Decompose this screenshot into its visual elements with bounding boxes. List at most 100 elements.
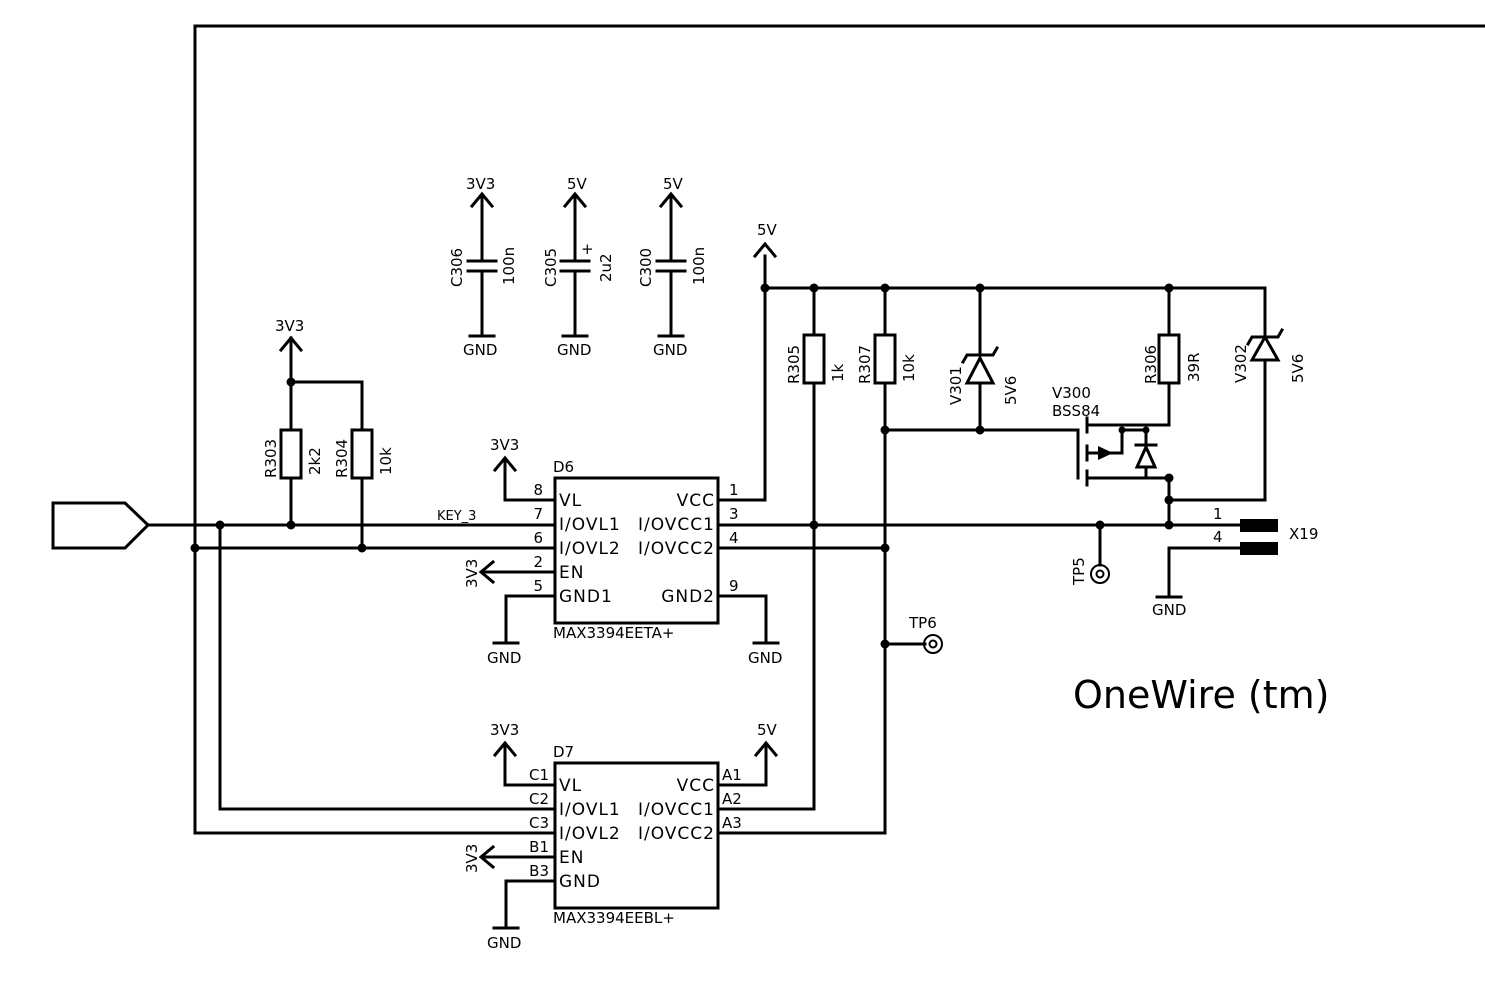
- c305-value: 2u2: [597, 253, 615, 282]
- d7-vl-rail: 3V3: [490, 721, 519, 739]
- r306-value: 39R: [1185, 352, 1203, 382]
- d6-pin-vl: VL: [559, 491, 582, 511]
- capacitor-c300: 5V GND C300 100n: [637, 175, 708, 359]
- r305-value: 1k: [829, 363, 847, 382]
- d6-pin-en: EN: [559, 563, 584, 583]
- v301-ref: V301: [947, 366, 965, 405]
- d7-pinnum-b3: B3: [529, 862, 549, 880]
- d6-en-rail: 3V3: [463, 559, 481, 588]
- capacitor-c305: 5V + GND C305 2u2: [542, 175, 615, 359]
- resistor-r303: 3V3 R303 2k2: [262, 317, 324, 480]
- 5v-rail-label: 5V: [757, 221, 778, 239]
- d7-pinnum-a3: A3: [722, 814, 742, 832]
- d7-pin-iovcc2: I/OVCC2: [638, 824, 715, 844]
- ic-d6: D6 MAX3394EETA+ VL I/OVL1 I/OVL2 EN GND1…: [463, 436, 782, 667]
- r303-ref: R303: [262, 439, 280, 478]
- r303-rail: 3V3: [275, 317, 304, 335]
- d6-pin-gnd2: GND2: [661, 587, 715, 607]
- d6-pinnum-9: 9: [729, 577, 739, 595]
- v300-value: BSS84: [1052, 402, 1100, 420]
- c300-ref: C300: [637, 248, 655, 287]
- d7-pin-vcc: VCC: [677, 776, 715, 796]
- c305-ref: C305: [542, 248, 560, 287]
- d7-pinnum-b1: B1: [529, 838, 549, 856]
- resistor-r304: R304 10k: [333, 428, 395, 480]
- d7-part: MAX3394EEBL+: [553, 909, 675, 927]
- resistor-r305: 5V R305 1k: [752, 221, 847, 385]
- d6-ref: D6: [553, 458, 574, 476]
- x19-ref: X19: [1289, 525, 1318, 543]
- c306-gnd: GND: [463, 341, 497, 359]
- tp5-label: TP5: [1070, 557, 1088, 586]
- d6-pin-iovl2: I/OVL2: [559, 539, 621, 559]
- mosfet-v300: V300 BSS84: [1052, 384, 1158, 487]
- v301-value: 5V6: [1002, 376, 1020, 405]
- d6-part: MAX3394EETA+: [553, 624, 674, 642]
- c305-polarity: +: [581, 240, 594, 258]
- input-port: [51, 501, 151, 550]
- v300-ref: V300: [1052, 384, 1091, 402]
- d6-pinnum-1: 1: [729, 481, 739, 499]
- d7-pinnum-a2: A2: [722, 790, 742, 808]
- r303-value: 2k2: [306, 447, 324, 475]
- d7-pin-gnd: GND: [559, 872, 601, 892]
- d6-gnd1-label: GND: [487, 649, 521, 667]
- d7-gnd-label: GND: [487, 934, 521, 952]
- r307-ref: R307: [856, 345, 874, 384]
- tp6-label: TP6: [908, 614, 937, 632]
- capacitor-c306: 3V3 GND C306 100n: [448, 175, 518, 359]
- d7-pin-iovl2: I/OVL2: [559, 824, 621, 844]
- x19-gnd: GND: [1152, 601, 1186, 619]
- x19-pin-4: 4: [1213, 528, 1223, 546]
- c300-rail: 5V: [663, 175, 684, 193]
- d6-pin-iovcc2: I/OVCC2: [638, 539, 715, 559]
- net-label-key3: KEY_3: [437, 509, 476, 524]
- d7-ref: D7: [553, 743, 574, 761]
- d6-pin-iovcc1: I/OVCC1: [638, 515, 715, 535]
- connector-x19: 1 4 X19 GND: [1152, 505, 1318, 619]
- d7-pin-iovcc1: I/OVCC1: [638, 800, 715, 820]
- d6-pin-gnd1: GND1: [559, 587, 613, 607]
- d7-pinnum-c3: C3: [529, 814, 549, 832]
- c300-value: 100n: [690, 247, 708, 285]
- c306-value: 100n: [500, 247, 518, 285]
- testpoint-tp6: TP6: [908, 614, 943, 654]
- d7-pin-vl: VL: [559, 776, 582, 796]
- c305-gnd: GND: [557, 341, 591, 359]
- d6-pinnum-5: 5: [533, 577, 543, 595]
- d6-pin-iovl1: I/OVL1: [559, 515, 621, 535]
- d7-en-rail: 3V3: [463, 844, 481, 873]
- c300-gnd: GND: [653, 341, 687, 359]
- d6-pinnum-3: 3: [729, 505, 739, 523]
- d6-pinnum-2: 2: [533, 553, 543, 571]
- d6-pinnum-4: 4: [729, 529, 739, 547]
- v302-ref: V302: [1232, 344, 1250, 383]
- r307-value: 10k: [900, 354, 918, 382]
- zener-v301: V301 5V6: [947, 345, 1020, 405]
- c305-rail: 5V: [567, 175, 588, 193]
- d7-pinnum-c1: C1: [529, 766, 549, 784]
- c306-rail: 3V3: [466, 175, 495, 193]
- v302-value: 5V6: [1289, 354, 1307, 383]
- c306-ref: C306: [448, 248, 466, 287]
- r304-ref: R304: [333, 439, 351, 478]
- d6-pinnum-7: 7: [533, 505, 543, 523]
- d6-pinnum-6: 6: [533, 529, 543, 547]
- d6-vl-rail: 3V3: [490, 436, 519, 454]
- x19-pin-1: 1: [1213, 505, 1223, 523]
- d7-vcc-rail: 5V: [757, 721, 778, 739]
- r305-ref: R305: [785, 345, 803, 384]
- resistor-r307: R307 10k: [856, 333, 918, 385]
- d7-pin-en: EN: [559, 848, 584, 868]
- resistor-r306: R306 39R: [1142, 333, 1203, 385]
- d7-pin-iovl1: I/OVL1: [559, 800, 621, 820]
- r306-ref: R306: [1142, 345, 1160, 384]
- d6-pin-vcc: VCC: [677, 491, 715, 511]
- zener-v302: V302 5V6: [1232, 327, 1307, 383]
- d6-pinnum-8: 8: [533, 481, 543, 499]
- testpoint-tp5: TP5: [1070, 557, 1110, 586]
- junctions: [190, 283, 1174, 649]
- ic-d7: D7 MAX3394EEBL+ VL I/OVL1 I/OVL2 EN GND …: [463, 721, 779, 952]
